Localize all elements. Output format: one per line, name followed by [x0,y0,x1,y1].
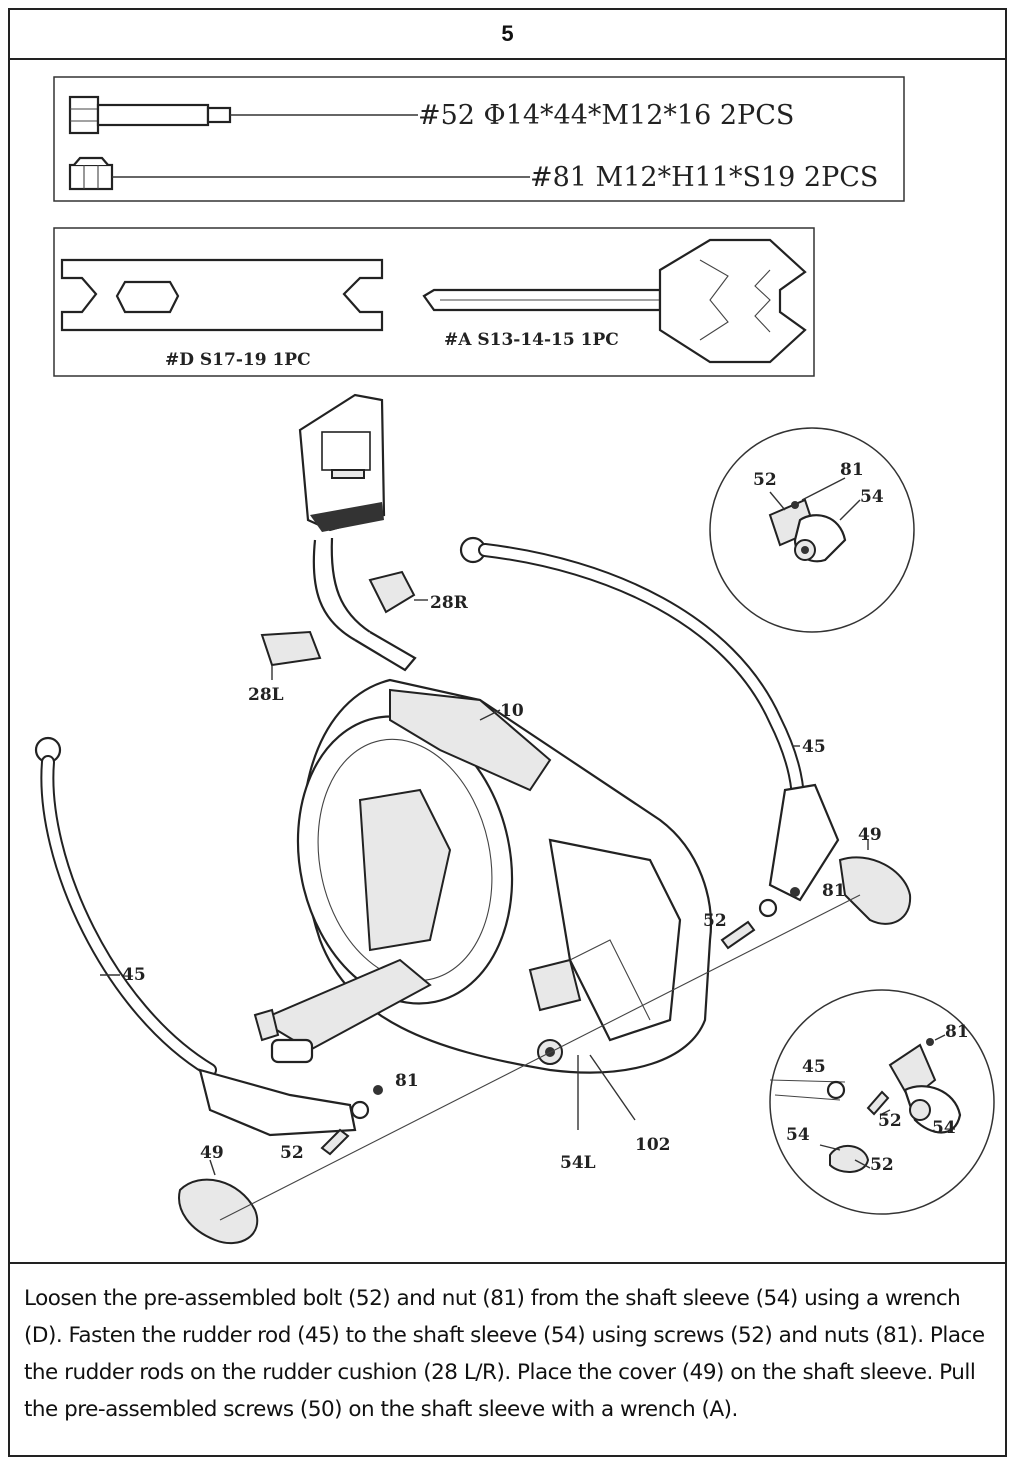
callout-81-inset-top: 81 [840,460,864,480]
callout-81-inset-bottom: 81 [945,1022,969,1042]
wrench-a-label: #A S13-14-15 1PC [444,330,619,350]
callout-52-inset-bottom-b: 52 [870,1155,894,1175]
handle-28r [368,570,428,614]
step-number: 5 [10,10,1005,60]
hardware-box: #52 Φ14*44*M12*16 2PCS #81 M12*H11*S19 2… [53,76,905,202]
callout-54l: 54L [560,1153,596,1173]
cover-49-right [838,840,912,925]
console-mast [298,393,417,672]
multi-wrench-icon [422,238,807,364]
rudder-rod-right [459,536,840,918]
tools-box: #D S17-19 1PC #A S13-14-15 1PC [53,227,815,377]
callout-54-inset-top: 54 [860,487,884,507]
callout-28r: 28R [430,593,469,613]
instruction-text: Loosen the pre-assembled bolt (52) and n… [10,1262,1005,1457]
detail-inset-bottom [769,989,995,1215]
nut-81-left [373,1085,383,1095]
callout-49-left: 49 [200,1143,224,1163]
callout-52-left: 52 [280,1143,304,1163]
callout-54-inset-bottom-b: 54 [786,1125,810,1145]
detail-inset-top [709,427,915,633]
callout-45-left: 45 [122,965,146,985]
nut-icon [68,156,530,191]
callout-81-right: 81 [822,881,846,901]
handle-28l [260,630,322,680]
callout-49-right: 49 [858,825,882,845]
cover-49-left [178,1159,259,1245]
callout-10: 10 [500,701,524,721]
open-end-wrench-icon [60,258,384,332]
assembly-diagram: #52 Φ14*44*M12*16 2PCS #81 M12*H11*S19 2… [10,60,1005,1262]
wrench-d-label: #D S17-19 1PC [165,350,311,370]
callout-102: 102 [635,1135,671,1155]
nut-81-right [790,887,800,897]
bolt-52-left [320,1128,350,1156]
bolt-icon [68,95,418,135]
callout-52-right: 52 [703,911,727,931]
rudder-rod-left [34,736,370,1137]
stabilizer [253,958,432,1064]
main-frame [296,678,712,1074]
bolt-spec: #52 Φ14*44*M12*16 2PCS [418,100,794,131]
callout-54-inset-bottom-a: 54 [932,1118,956,1138]
alignment-line [219,894,861,1221]
callout-45-inset-bottom: 45 [802,1057,826,1077]
instruction-step-frame: 5 #52 Φ14*44*M12*16 2PCS [8,8,1007,1457]
nut-spec: #81 M12*H11*S19 2PCS [530,162,878,193]
bolt-52-right [720,920,756,950]
callout-28l: 28L [248,685,284,705]
callout-81-left: 81 [395,1071,419,1091]
callout-52-inset-bottom-a: 52 [878,1111,902,1131]
callout-52-inset-top: 52 [753,470,777,490]
callout-45-right: 45 [802,737,826,757]
